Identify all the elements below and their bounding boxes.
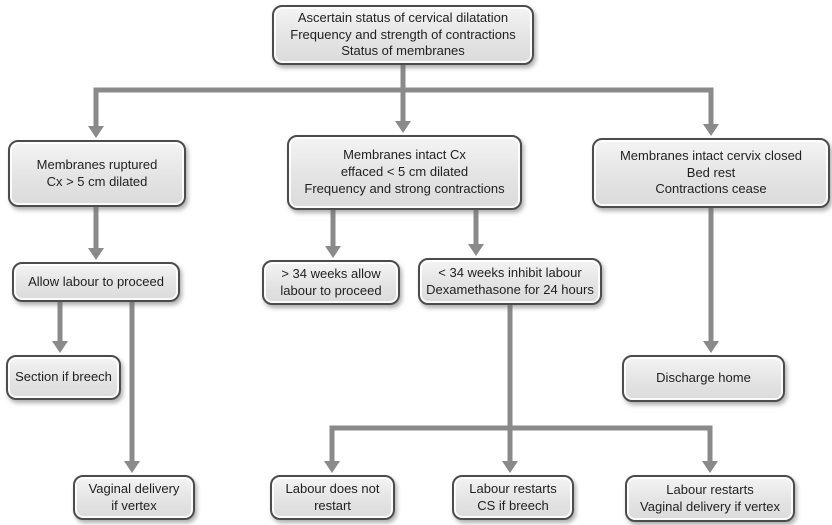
node-membranes-intact-cx: Membranes intact Cx effaced < 5 cm dilat… (287, 135, 522, 210)
node-gt-34-weeks-allow-labour: > 34 weeks allow labour to proceed (262, 260, 400, 305)
arrowhead-to-discharge-home (703, 341, 719, 353)
arrowhead-to-vaginal-delivery (124, 461, 140, 473)
node-section-if-breech: Section if breech (6, 355, 121, 400)
arrowhead-to-lt34 (468, 244, 484, 256)
node-root-assessment: Ascertain status of cervical dilatation … (272, 5, 534, 65)
arrowhead-to-allow-labour (88, 248, 104, 260)
arrowhead-to-membranes-ruptured (88, 126, 104, 138)
edge-lower-splitter (329, 425, 713, 463)
edge-root-splitter (93, 87, 714, 126)
node-membranes-intact-cervix-closed: Membranes intact cervix closed Bed rest … (592, 138, 830, 208)
node-discharge-home: Discharge home (622, 355, 785, 402)
arrowhead-to-membranes-intact-closed (703, 124, 719, 136)
node-labour-restarts-vaginal-delivery: Labour restarts Vaginal delivery if vert… (625, 475, 795, 522)
node-lt-34-weeks-inhibit-labour: < 34 weeks inhibit labour Dexamethasone … (418, 258, 602, 305)
node-vaginal-delivery-if-vertex: Vaginal delivery if vertex (73, 475, 195, 520)
node-allow-labour-to-proceed: Allow labour to proceed (12, 262, 180, 302)
arrowhead-to-labour-restarts-vaginal (702, 461, 718, 473)
node-labour-restarts-cs-if-breech: Labour restarts CS if breech (452, 475, 574, 520)
node-membranes-ruptured: Membranes ruptured Cx > 5 cm dilated (8, 140, 186, 207)
arrowhead-to-membranes-intact-cx (395, 121, 411, 133)
node-labour-does-not-restart: Labour does not restart (270, 475, 395, 520)
arrowhead-to-section-if-breech (52, 341, 68, 353)
arrowhead-to-labour-restarts-cs (502, 461, 518, 473)
arrowhead-to-labour-not-restart (324, 461, 340, 473)
arrowhead-to-gt34 (325, 246, 341, 258)
